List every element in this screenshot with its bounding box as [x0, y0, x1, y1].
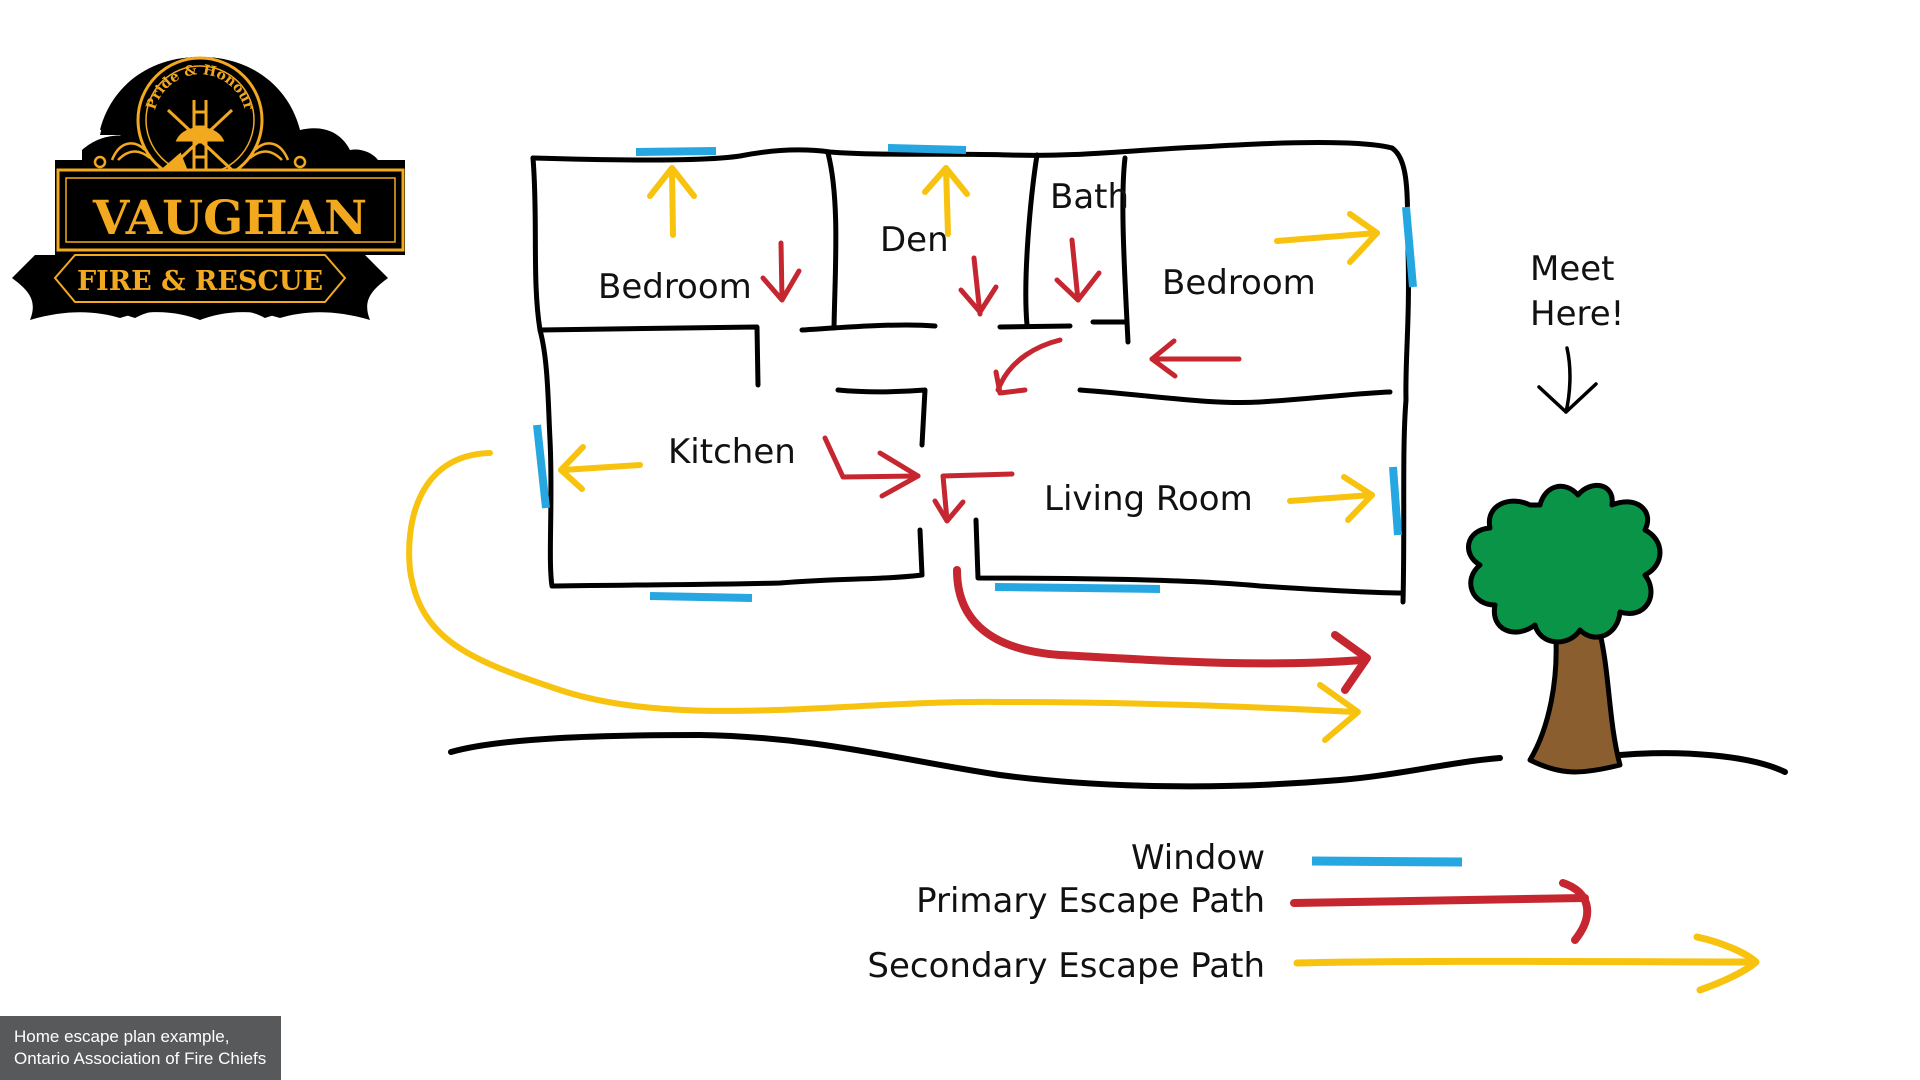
arrow-down-icon — [958, 255, 999, 317]
arrow-left-icon — [1149, 338, 1242, 379]
arrow-curved-down-left-icon — [993, 337, 1063, 396]
floor-plan — [530, 140, 1411, 605]
tree-trunk — [1527, 622, 1623, 775]
room-label-kitchen: Kitchen — [668, 432, 796, 472]
wall-den-bottom-right — [997, 323, 1073, 330]
secondary-path-outside — [406, 450, 1358, 715]
legend: Window Primary Escape Path Secondary Esc… — [867, 838, 1760, 994]
arrow-right-icon — [822, 435, 921, 499]
arrow-left-icon — [558, 444, 643, 492]
wall-bedroom-den — [825, 150, 839, 331]
logo-flourish — [93, 142, 307, 169]
fire-emblem-icon — [161, 100, 234, 175]
ground-line — [448, 731, 1788, 790]
caption-line2: Ontario Association of Fire Chiefs — [14, 1049, 267, 1068]
legend-swatch-secondary — [1293, 933, 1760, 994]
arrow-down-icon — [760, 240, 802, 303]
wall-kitchen — [537, 327, 925, 589]
wall-bedroom2-bottom — [1077, 387, 1393, 406]
window-bedroom1-top — [635, 147, 717, 156]
wall-den-bottom-left — [799, 322, 938, 333]
wall-right — [1389, 145, 1411, 605]
meeting-point-callout: Meet Here! — [1530, 249, 1624, 414]
wall-top — [530, 140, 1395, 163]
arrow-up-icon — [647, 165, 697, 238]
meet-here-line2: Here! — [1530, 294, 1624, 334]
window-living-bottom — [994, 583, 1161, 593]
room-label-den: Den — [880, 220, 949, 260]
window-kitchen-bottom — [649, 592, 753, 602]
wall-left-bedroom — [530, 155, 543, 333]
primary-escape-arrows — [760, 237, 1371, 694]
window-living-right — [1389, 466, 1402, 536]
secondary-escape-arrows — [406, 165, 1380, 743]
legend-swatch-window — [1311, 856, 1463, 867]
arrow-turn-down-icon — [932, 471, 1015, 524]
legend-label-window: Window — [1131, 838, 1265, 878]
room-label-bath: Bath — [1050, 177, 1129, 217]
legend-label-secondary: Secondary Escape Path — [867, 946, 1265, 986]
room-label-bedroom-1: Bedroom — [598, 267, 752, 307]
window-bedroom2-right — [1402, 206, 1417, 288]
legend-label-primary: Primary Escape Path — [916, 881, 1265, 921]
room-label-living-room: Living Room — [1044, 479, 1253, 519]
legend-swatch-primary — [1290, 879, 1592, 944]
wall-kitchen-hall — [835, 387, 928, 448]
tree-crown — [1466, 482, 1663, 645]
room-label-bedroom-2: Bedroom — [1162, 263, 1316, 303]
wall-bath-bedroom2 — [1120, 155, 1131, 345]
wall-living-room — [973, 517, 1406, 596]
primary-path-outside — [953, 566, 1366, 668]
arrow-right-icon — [1274, 211, 1380, 265]
logo-name: VAUGHAN — [92, 191, 367, 246]
wall-bedroom1-bottom — [537, 324, 761, 388]
logo-subtitle: FIRE & RESCUE — [77, 266, 323, 297]
meet-here-line1: Meet — [1530, 249, 1615, 289]
caption-line1: Home escape plan example, — [14, 1027, 230, 1046]
windows — [533, 144, 1417, 602]
window-kitchen-left — [533, 424, 550, 509]
image-caption: Home escape plan example, Ontario Associ… — [0, 1016, 281, 1080]
arrow-right-icon — [1287, 474, 1375, 523]
room-labels: Bedroom Den Bath Bedroom Kitchen Living … — [598, 177, 1316, 519]
wall-den-bath — [1023, 152, 1040, 328]
vaughan-fire-rescue-logo: Pride & Honour VAUGHAN — [12, 56, 405, 320]
arrow-down-icon — [1054, 237, 1102, 303]
tree-icon — [1466, 482, 1663, 775]
arrow-down-icon — [1537, 346, 1598, 414]
arrow-up-icon — [922, 165, 970, 237]
window-den-top — [887, 144, 967, 154]
